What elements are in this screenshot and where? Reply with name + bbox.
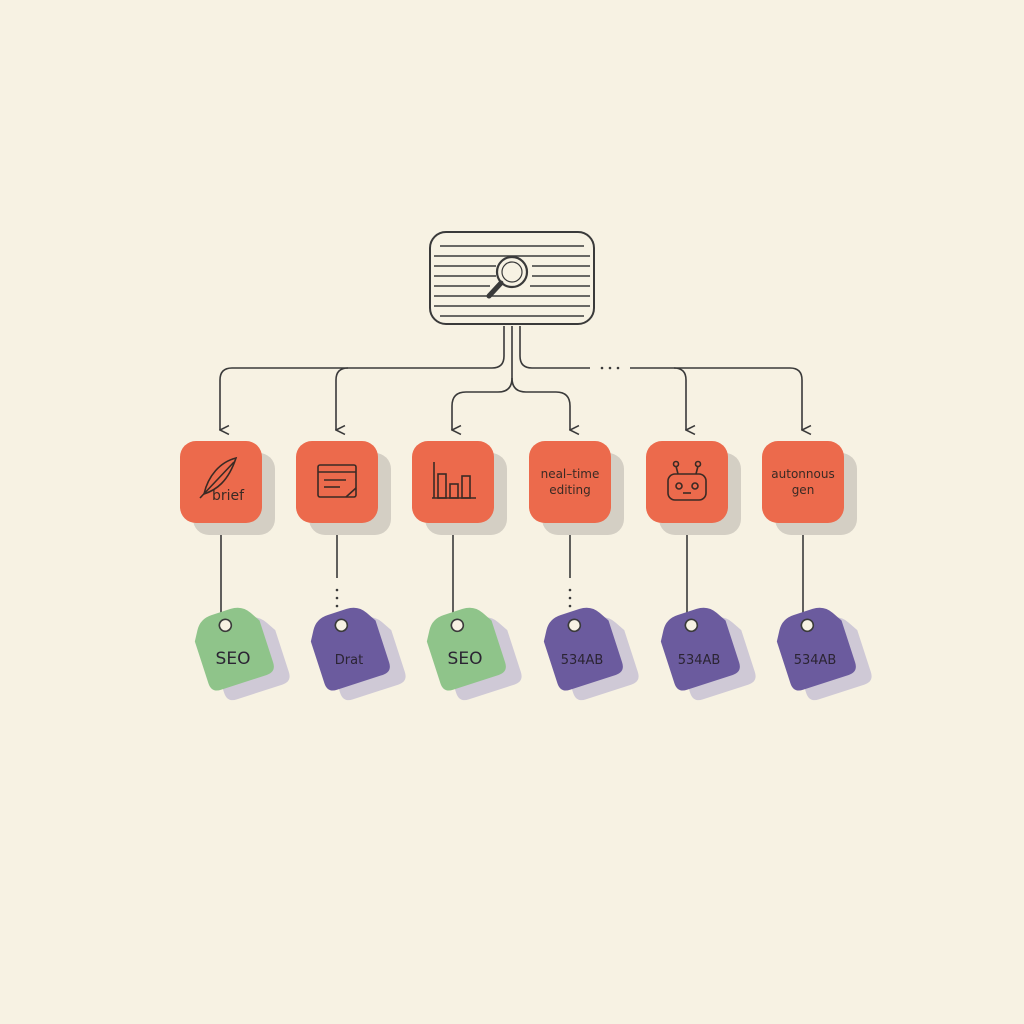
tag-label-4: 534AB [561, 653, 604, 668]
connector-2 [336, 367, 349, 430]
bar-chart-icon [432, 462, 476, 499]
tag-hole [218, 618, 233, 633]
tag-1[interactable] [189, 598, 292, 706]
tag-2[interactable] [305, 598, 408, 706]
search-document-icon [486, 255, 529, 299]
tag-hole [684, 618, 699, 633]
tag-hole [800, 618, 815, 633]
node-5[interactable] [646, 441, 741, 535]
tag-label-2: Drat [335, 653, 363, 668]
node-1[interactable]: brief [180, 441, 275, 535]
document-icon [317, 464, 357, 498]
stem-dots [335, 588, 572, 608]
node-label-1: brief [212, 488, 245, 504]
tag-label-1: SEO [216, 649, 251, 669]
node-2[interactable] [296, 441, 391, 535]
tag-5[interactable] [655, 598, 758, 706]
connectors [220, 326, 802, 430]
tag-label-3: SEO [448, 649, 483, 669]
node-3[interactable] [412, 441, 507, 535]
tag-3[interactable] [421, 598, 524, 706]
tags: SEO Drat SEO 534AB 534AB 534AB [189, 598, 874, 706]
connector-3 [452, 326, 513, 430]
robot-icon [667, 460, 707, 501]
root-search-card [429, 231, 595, 325]
tag-label-5: 534AB [678, 653, 721, 668]
stems [220, 522, 804, 620]
quill-icon [199, 456, 238, 499]
connector-6 [674, 367, 802, 430]
tag-4[interactable] [538, 598, 641, 706]
connector-1 [220, 326, 505, 430]
tag-6[interactable] [771, 598, 874, 706]
tag-hole [334, 618, 349, 633]
tag-label-6: 534AB [794, 653, 837, 668]
ellipsis-dots [600, 366, 620, 370]
tag-hole [567, 618, 582, 633]
connector-5 [519, 326, 590, 369]
connector-5b [630, 367, 686, 430]
tag-hole [450, 618, 465, 633]
connector-4 [511, 377, 570, 430]
